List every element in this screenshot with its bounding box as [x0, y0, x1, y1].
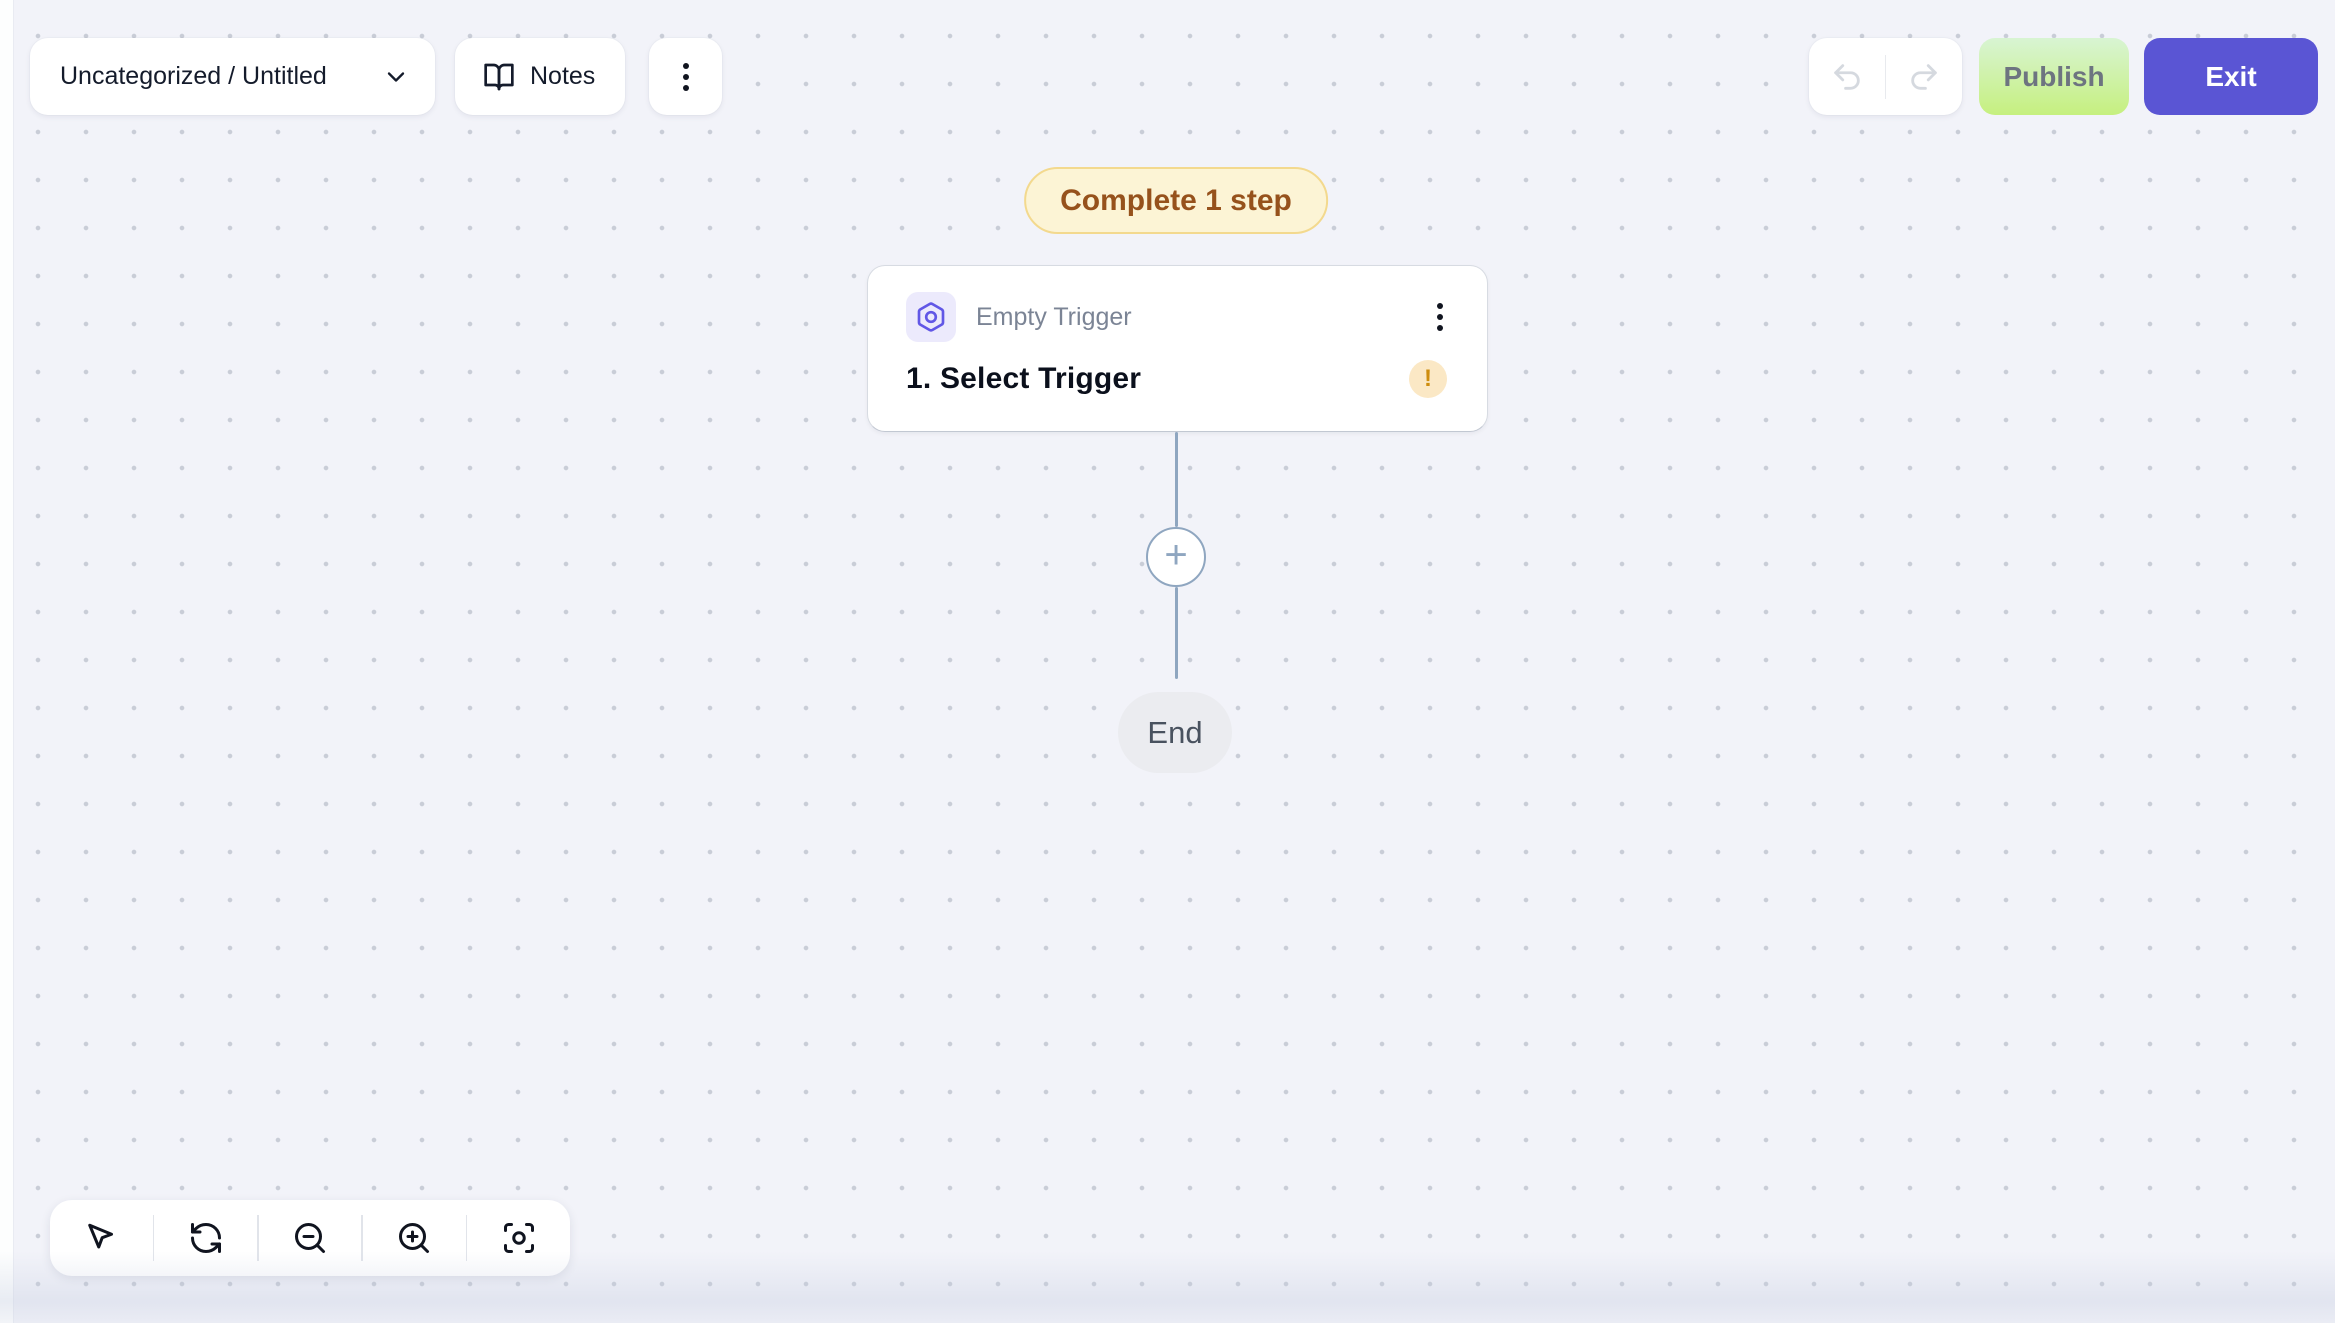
kebab-menu-icon	[679, 59, 693, 95]
canvas-toolbar	[50, 1200, 570, 1276]
flow-name-dropdown[interactable]: Uncategorized / Untitled	[30, 38, 435, 115]
toolbar-divider	[361, 1215, 363, 1261]
publish-button[interactable]: Publish	[1979, 38, 2129, 115]
more-options-button[interactable]	[649, 38, 722, 115]
add-step-button[interactable]: +	[1146, 527, 1206, 587]
zoom-in-icon	[396, 1220, 432, 1256]
fit-view-button[interactable]	[467, 1200, 570, 1276]
zoom-out-icon	[292, 1220, 328, 1256]
left-edge-rail	[0, 0, 14, 1323]
warning-glyph: !	[1424, 365, 1432, 392]
zoom-out-button[interactable]	[259, 1200, 362, 1276]
exit-button-label: Exit	[2205, 60, 2257, 92]
incomplete-steps-badge-label: Complete 1 step	[1060, 183, 1292, 217]
refresh-icon	[188, 1220, 224, 1256]
mouse-pointer-icon	[83, 1220, 119, 1256]
undo-button[interactable]	[1809, 38, 1885, 115]
redo-button[interactable]	[1886, 38, 1962, 115]
trigger-chip	[906, 292, 956, 342]
connector-line-top	[1174, 432, 1178, 527]
exit-button[interactable]: Exit	[2144, 38, 2318, 115]
book-open-icon	[483, 61, 515, 93]
toolbar-divider	[257, 1215, 259, 1261]
toolbar-divider	[465, 1215, 468, 1261]
redo-icon	[1907, 60, 1941, 94]
connector-line-bottom	[1174, 587, 1178, 679]
trigger-type-label: Empty Trigger	[976, 302, 1132, 331]
incomplete-steps-badge: Complete 1 step	[1024, 167, 1328, 234]
zoom-in-button[interactable]	[363, 1200, 466, 1276]
step-menu-button[interactable]	[1433, 299, 1447, 335]
toolbar-divider	[152, 1215, 155, 1261]
flow-breadcrumb: Uncategorized / Untitled	[60, 62, 327, 90]
undo-redo-divider	[1885, 54, 1886, 99]
empty-trigger-icon	[915, 301, 947, 333]
select-tool-button[interactable]	[50, 1200, 153, 1276]
notes-button-label: Notes	[530, 62, 596, 90]
reset-zoom-button[interactable]	[154, 1200, 257, 1276]
chevron-down-icon	[382, 63, 410, 91]
undo-redo-group	[1809, 38, 1962, 115]
step-title: 1. Select Trigger	[906, 362, 1142, 395]
notes-button[interactable]: Notes	[455, 38, 625, 115]
undo-icon	[1830, 60, 1864, 94]
publish-button-label: Publish	[2003, 60, 2105, 92]
end-node: End	[1118, 692, 1232, 773]
trigger-step-card[interactable]: Empty Trigger 1. Select Trigger !	[867, 265, 1488, 432]
end-node-label: End	[1147, 714, 1203, 750]
focus-frame-icon	[501, 1220, 537, 1256]
warning-icon: !	[1409, 360, 1447, 398]
plus-icon: +	[1164, 533, 1188, 577]
